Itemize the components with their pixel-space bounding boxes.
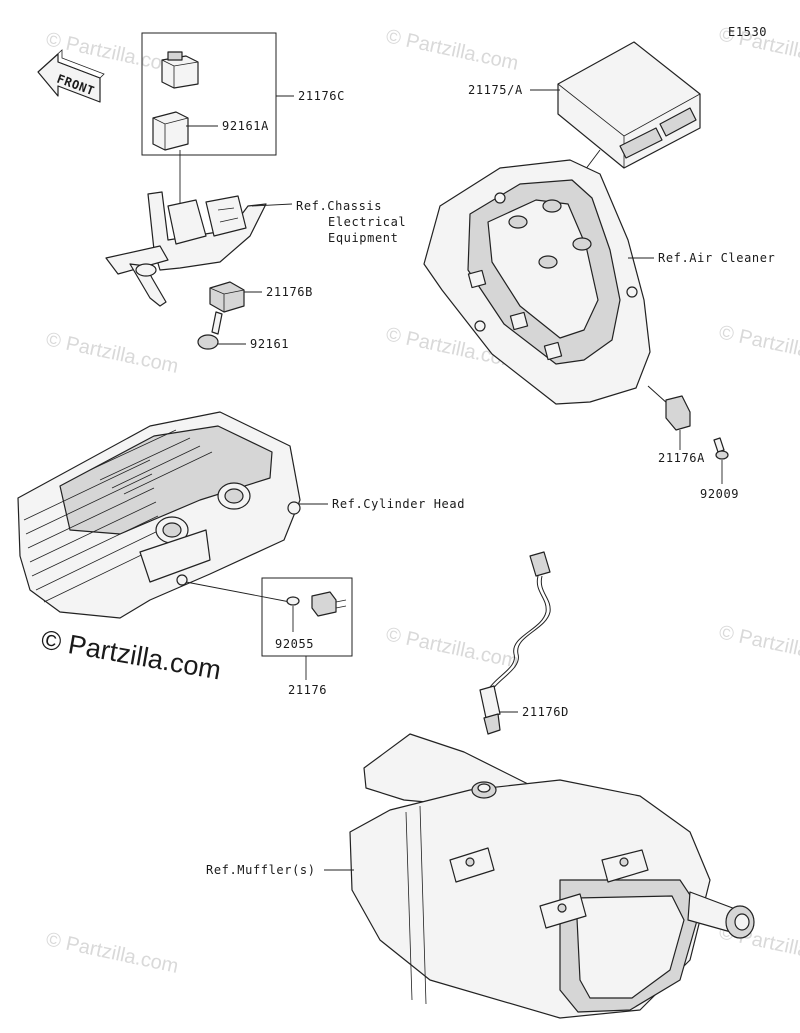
diagram-code: E1530 — [728, 25, 767, 39]
bolt-icon — [197, 334, 219, 350]
ecu-unit: 21175/A — [468, 41, 701, 223]
watermark: © Partzilla.com — [44, 328, 180, 378]
watermark: © Partzilla.com — [384, 623, 520, 673]
ref-chassis-line2: Electrical — [328, 215, 406, 229]
ref-mufflers: Ref.Muffler(s) — [206, 863, 316, 877]
o-ring-icon — [286, 596, 300, 606]
bolt-92161: 92161 — [197, 311, 289, 351]
air-cleaner: Ref.Air Cleaner — [423, 159, 775, 405]
temp-sensor-icon — [311, 591, 337, 617]
ref-air-cleaner: Ref.Air Cleaner — [658, 251, 775, 265]
watermark: © Partzilla.com — [717, 621, 800, 671]
watermark-logo: © Partzilla.com — [39, 624, 223, 685]
relay-assembly: 21176C 92161A — [141, 32, 345, 212]
callout-21176B: 21176B — [266, 285, 313, 299]
callout-92055: 92055 — [275, 637, 314, 651]
muffler: Ref.Muffler(s) — [206, 733, 755, 1019]
callout-92009: 92009 — [700, 487, 739, 501]
callout-21176D: 21176D — [522, 705, 569, 719]
o2-sensor: 21176D — [479, 551, 569, 735]
o2-sensor-icon — [479, 685, 501, 719]
watermark: © Partzilla.com — [717, 321, 800, 371]
watermark: © Partzilla.com — [384, 25, 520, 75]
callout-21176C: 21176C — [298, 89, 345, 103]
sensor-21176A: 21176A — [647, 385, 705, 465]
temp-sensor-box — [261, 577, 353, 657]
sensor-icon — [209, 281, 245, 313]
callout-92161A: 92161A — [222, 119, 269, 133]
o2-connector-icon — [529, 551, 551, 577]
sensor-21176B: 21176B — [209, 281, 313, 313]
screw-92009: 92009 — [700, 437, 739, 501]
watermark: © Partzilla.com — [44, 928, 180, 978]
relay-connector-icon — [152, 111, 189, 151]
callout-21176A: 21176A — [658, 451, 705, 465]
ref-chassis-line3: Equipment — [328, 231, 398, 245]
temp-sensor-group: 92055 21176 — [261, 577, 353, 697]
ref-chassis-line1: Ref.Chassis — [296, 199, 382, 213]
callout-92161: 92161 — [250, 337, 289, 351]
ecu-icon — [557, 41, 701, 169]
screw-icon — [715, 450, 729, 460]
relay-icon — [161, 55, 199, 89]
chassis-bracket: Ref.Chassis Electrical Equipment — [105, 191, 406, 307]
cylinder-head: Ref.Cylinder Head — [17, 411, 465, 619]
relay-group-box — [141, 32, 277, 156]
callout-21176: 21176 — [288, 683, 327, 697]
callout-21175A: 21175/A — [468, 83, 523, 97]
intake-sensor-icon — [665, 395, 691, 431]
ref-cylinder-head: Ref.Cylinder Head — [332, 497, 465, 511]
